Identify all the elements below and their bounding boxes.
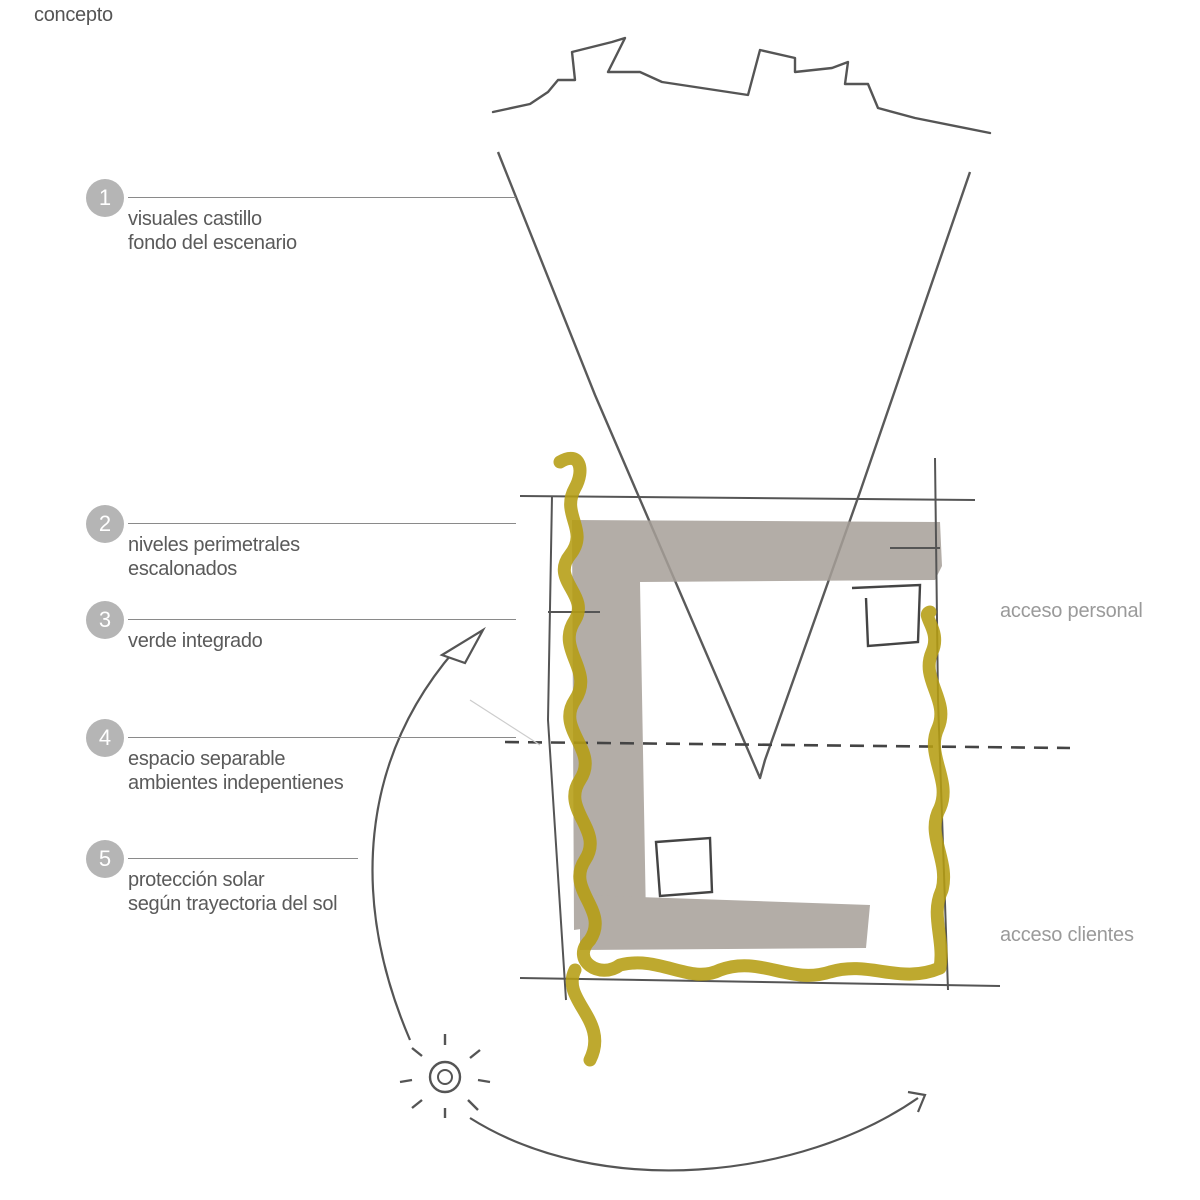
number-badge: 4 <box>86 719 124 757</box>
sun-icon <box>399 1034 491 1118</box>
legend-text: espacio separable ambientes indepentiene… <box>128 748 344 794</box>
leader-line <box>128 523 516 524</box>
sun-trajectory <box>371 626 927 1172</box>
perimeter-levels <box>572 520 942 950</box>
number-badge: 3 <box>86 601 124 639</box>
access-personal-label: acceso personal <box>1000 600 1143 622</box>
number-badge: 1 <box>86 179 124 217</box>
patio-squares <box>654 583 922 898</box>
leader-line <box>128 858 358 859</box>
separation-line <box>504 740 1071 750</box>
legend-text: niveles perimetrales escalonados <box>128 534 300 580</box>
leader-line <box>128 619 516 620</box>
page-title: concepto <box>34 4 113 26</box>
access-clientes-label: acceso clientes <box>1000 924 1134 946</box>
legend-text: verde integrado <box>128 630 263 652</box>
legend-text: visuales castillo fondo del escenario <box>128 208 297 254</box>
leader-line <box>128 737 516 738</box>
legend-text: protección solar según trayectoria del s… <box>128 869 338 915</box>
number-badge: 5 <box>86 840 124 878</box>
view-cone <box>496 151 972 780</box>
leader-line <box>128 197 516 198</box>
number-badge: 2 <box>86 505 124 543</box>
castle-skyline <box>491 36 992 135</box>
green-wave <box>553 451 950 1067</box>
